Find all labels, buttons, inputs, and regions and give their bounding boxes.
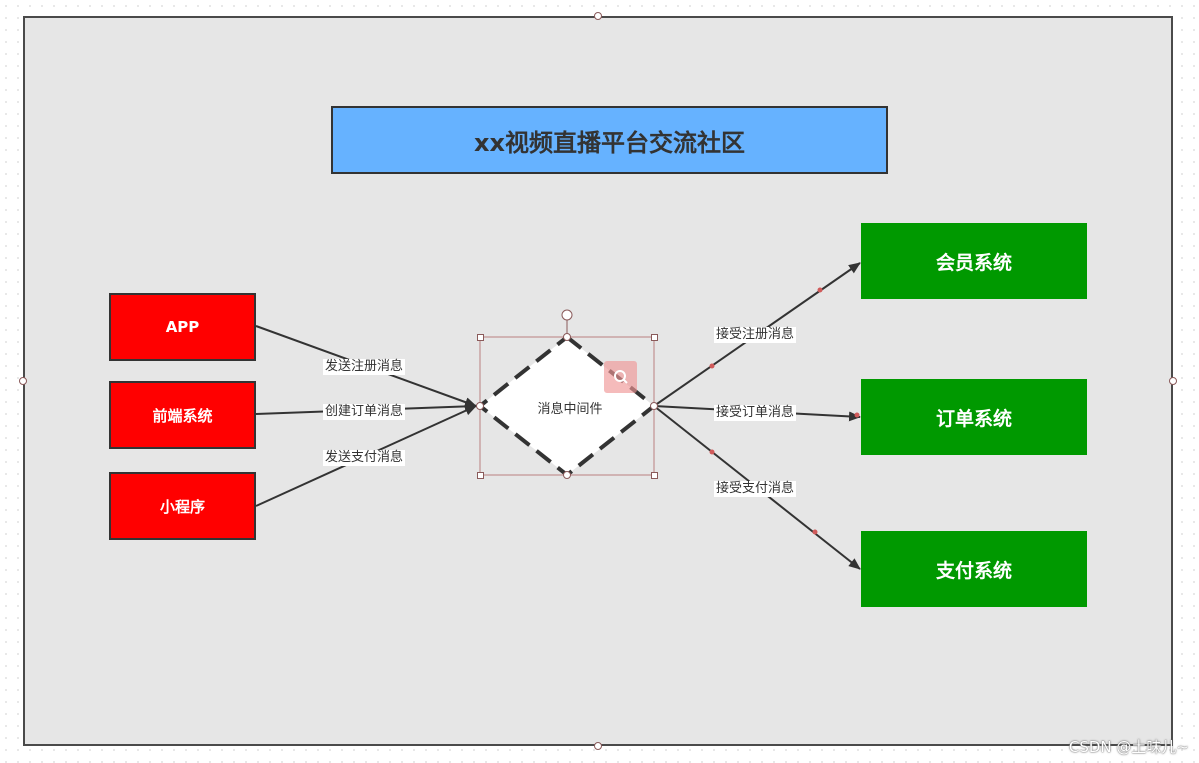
edge-label-send-payment: 发送支付消息 (323, 450, 406, 466)
edge-waypoint[interactable] (812, 529, 818, 535)
edge-label-send-register: 发送注册消息 (323, 359, 406, 375)
destination-order-box[interactable]: 订单系统 (861, 379, 1087, 455)
edge-waypoint[interactable] (709, 363, 715, 369)
resize-handle-top-left[interactable] (477, 334, 484, 341)
resize-handle-bottom-left[interactable] (477, 472, 484, 479)
connect-point-left[interactable] (476, 402, 484, 410)
rotate-handle[interactable] (561, 309, 573, 321)
source-app-box[interactable]: APP (109, 293, 256, 361)
resize-handle-top-right[interactable] (651, 334, 658, 341)
connect-point-top[interactable] (563, 333, 571, 341)
canvas-handle-bottom[interactable] (594, 742, 602, 750)
diagram-title[interactable]: xx视频直播平台交流社区 (331, 106, 888, 174)
canvas-handle-right[interactable] (1169, 377, 1177, 385)
search-icon[interactable] (604, 361, 637, 393)
watermark: CSDN @土味儿~ (1068, 738, 1189, 756)
edge-label-receive-register: 接受注册消息 (714, 327, 797, 343)
destination-payment-box[interactable]: 支付系统 (861, 531, 1087, 607)
edge-label-receive-order: 接受订单消息 (714, 405, 797, 421)
source-miniprogram-box[interactable]: 小程序 (109, 472, 256, 540)
canvas-handle-left[interactable] (19, 377, 27, 385)
edge-waypoint[interactable] (817, 287, 823, 293)
connect-point-right[interactable] (650, 402, 658, 410)
canvas-handle-top[interactable] (594, 12, 602, 20)
edge-waypoint[interactable] (709, 449, 715, 455)
edge-label-create-order: 创建订单消息 (323, 404, 406, 420)
middleware-label: 消息中间件 (537, 402, 603, 417)
source-frontend-box[interactable]: 前端系统 (109, 381, 256, 449)
connect-point-bottom[interactable] (563, 471, 571, 479)
destination-member-box[interactable]: 会员系统 (861, 223, 1087, 299)
resize-handle-bottom-right[interactable] (651, 472, 658, 479)
edge-waypoint[interactable] (854, 412, 860, 418)
edge-label-receive-payment: 接受支付消息 (714, 481, 797, 497)
